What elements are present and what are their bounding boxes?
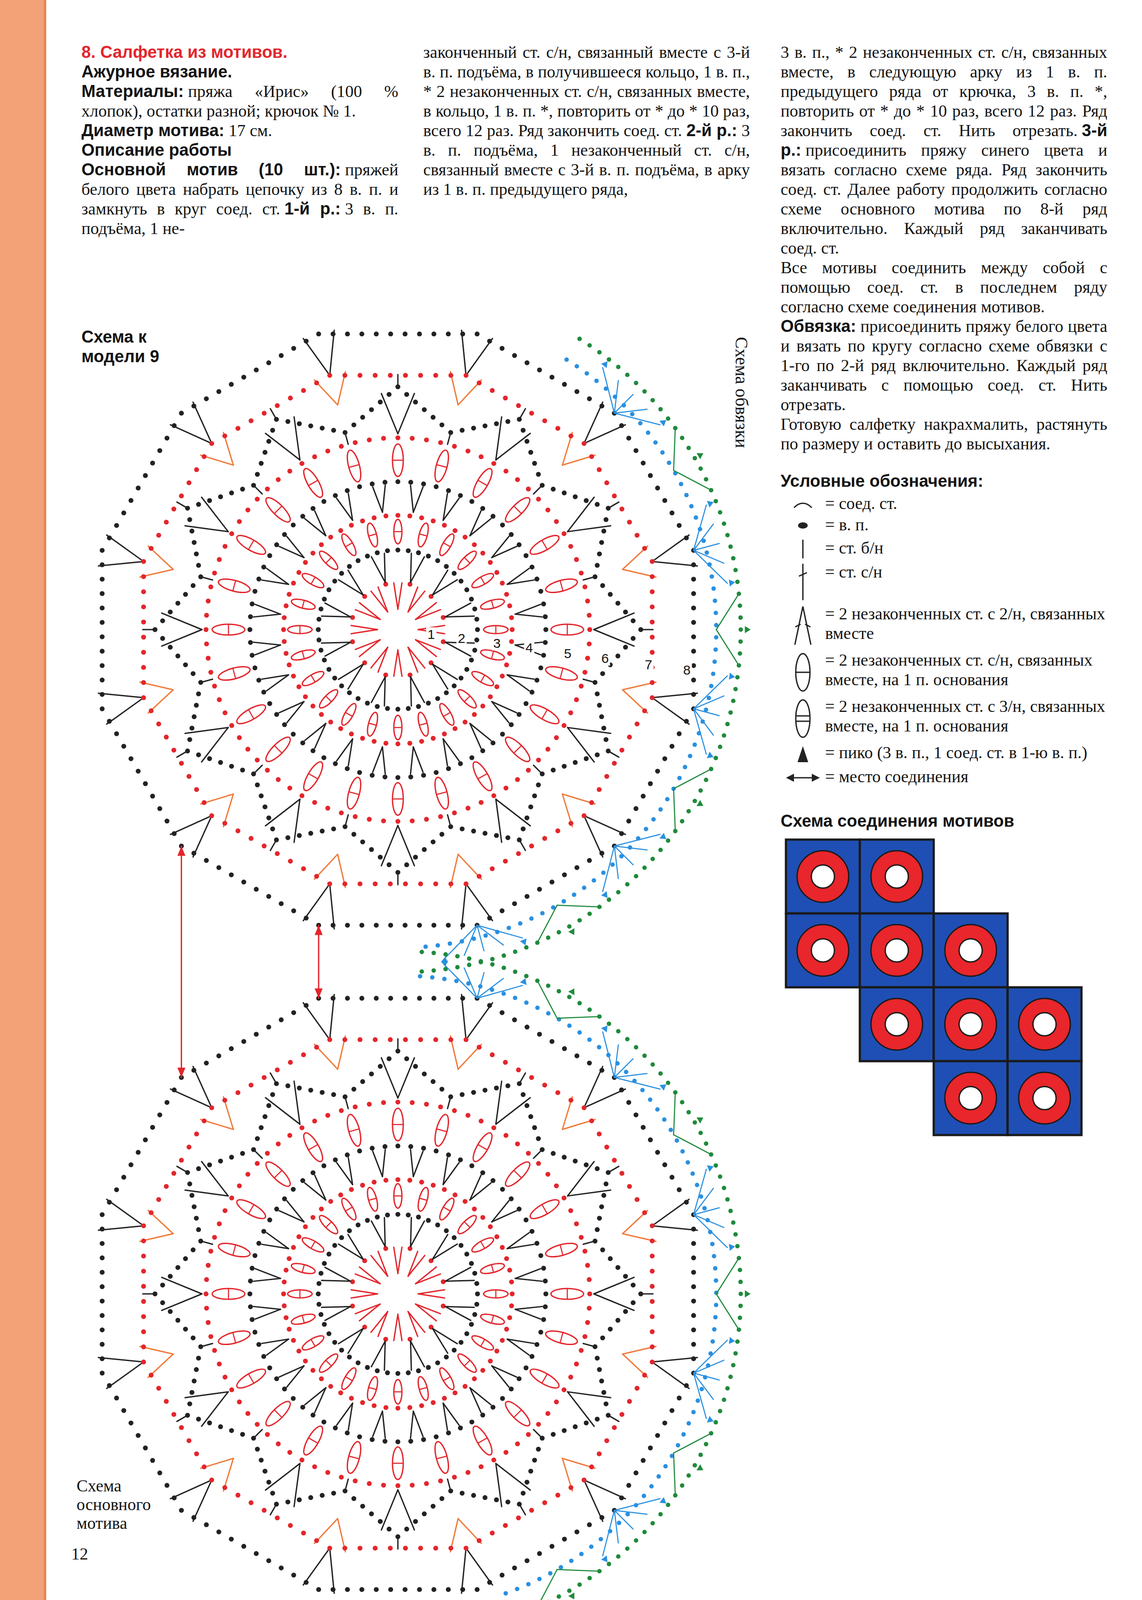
edging-chart <box>419 336 751 975</box>
paragraph: 8. Салфетка из мотивов. <box>81 42 399 62</box>
bold-lead: 2-й р.: <box>686 121 738 140</box>
legend-symbol <box>780 562 826 603</box>
legend-symbol <box>780 696 826 742</box>
motif-chart <box>98 994 698 1594</box>
motif-heading: Схема основного мотива <box>76 1476 193 1533</box>
legend-text: = 2 незаконченных ст. с/н, связанных вме… <box>825 650 1108 690</box>
legend-text: = в. п. <box>825 514 1108 535</box>
join-arrow <box>177 846 186 1078</box>
legend-symbol <box>780 514 826 537</box>
legend-text: = место соединения <box>825 766 1108 787</box>
text-column: 8. Салфетка из мотивов.Ажурное вязание.М… <box>81 42 399 239</box>
paragraph: Все мотивы соединить между собой с помощ… <box>780 257 1108 317</box>
legend-symbol <box>780 766 826 790</box>
paragraph: 3 в. п., * 2 незаконченных ст. с/н, связ… <box>780 42 1108 258</box>
edging-chart <box>417 949 751 1600</box>
legend-row: = 2 незаконченных ст. с 3/н, связанных в… <box>780 696 1108 742</box>
bold-lead: 1-й р.: <box>284 199 341 219</box>
paragraph: законченный ст. с/н, связанный вместе с … <box>423 42 750 199</box>
legend-text: = 2 незаконченных ст. с 3/н, связанных в… <box>825 696 1108 736</box>
page-number: 12 <box>71 1544 89 1564</box>
paragraph: Основной мотив (10 шт.):пряжей белого цв… <box>81 159 399 239</box>
paragraph: Обвязка:присоединить пряжу белого цвета … <box>780 316 1108 415</box>
legend-text: = ст. с/н <box>825 562 1108 582</box>
legend-row: = пико (3 в. п., 1 соед. ст. в 1-ю в. п.… <box>780 742 1108 766</box>
legend-text: = соед. ст. <box>825 493 1108 514</box>
text-column: 3 в. п., * 2 незаконченных ст. с/н, связ… <box>780 42 1108 1138</box>
page-title: 8. Салфетка из мотивов. <box>81 42 288 62</box>
row-number: 1 <box>426 627 437 642</box>
body-text: присоединить пряжу синего цвета и вязать… <box>780 140 1108 258</box>
edging-heading: Схема обвязки <box>731 336 752 449</box>
legend-text: = пико (3 в. п., 1 соед. ст. в 1-ю в. п.… <box>825 742 1108 763</box>
body-text: 17 см. <box>228 121 273 140</box>
legend-row: = 2 незаконченных ст. с/н, связанных вме… <box>780 650 1108 695</box>
legend-text: = ст. б/н <box>825 538 1108 558</box>
bold-lead: Описание работы <box>81 140 232 160</box>
row-number: 3 <box>491 636 503 651</box>
body-text: Все мотивы соединить между собой с помощ… <box>780 258 1108 316</box>
legend-row: = ст. б/н <box>780 538 1108 561</box>
row-number: 8 <box>681 663 693 678</box>
page-edge-strip <box>0 0 47 1600</box>
paragraph: Материалы:пряжа «Ирис» (100 % хлопок), о… <box>81 81 399 121</box>
chart-heading: Схема к модели 9 <box>81 327 198 367</box>
row-number: 7 <box>643 657 654 673</box>
legend-symbol <box>780 650 826 695</box>
legend-symbol <box>780 742 826 766</box>
bold-lead: Обвязка: <box>780 316 857 336</box>
legend-text: = 2 незаконченных ст. с 2/н, связанных в… <box>825 603 1108 644</box>
bold-lead: Ажурное вязание. <box>81 62 233 81</box>
legend-row: = соед. ст. <box>780 493 1108 514</box>
motif-join-grid <box>784 838 1084 1138</box>
row-number: 6 <box>599 651 611 666</box>
legend-row: = в. п. <box>780 514 1108 537</box>
legend-row: = ст. с/н <box>780 562 1108 603</box>
paragraph: Готовую салфетку накрахмалить, растянуть… <box>780 414 1108 454</box>
legend-symbol <box>780 603 826 649</box>
legend-symbol <box>780 538 826 561</box>
paragraph: Описание работы <box>81 140 399 160</box>
bold-lead: Материалы: <box>81 81 184 101</box>
row-number: 5 <box>562 646 573 661</box>
bold-lead: Основной мотив (10 шт.): <box>81 160 341 179</box>
legend-heading: Условные обозначения: <box>780 471 1108 491</box>
row-number: 2 <box>456 631 467 646</box>
motif-chart <box>98 330 698 930</box>
grid-heading: Схема соединения мотивов <box>780 811 1108 831</box>
legend-symbol <box>780 493 826 512</box>
body-text: Готовую салфетку накрахмалить, растянуть… <box>780 414 1108 454</box>
legend-row: = 2 незаконченных ст. с 2/н, связанных в… <box>780 603 1108 649</box>
paragraph: Ажурное вязание. <box>81 61 399 82</box>
paragraph: Диаметр мотива:17 см. <box>81 120 399 141</box>
text-column: законченный ст. с/н, связанный вместе с … <box>423 42 750 199</box>
bold-lead: Диаметр мотива: <box>81 121 225 140</box>
legend-row: = место соединения <box>780 766 1108 790</box>
join-arrow <box>314 925 323 999</box>
body-text: 3 в. п., * 2 незаконченных ст. с/н, связ… <box>780 42 1108 140</box>
row-number: 4 <box>524 640 535 656</box>
